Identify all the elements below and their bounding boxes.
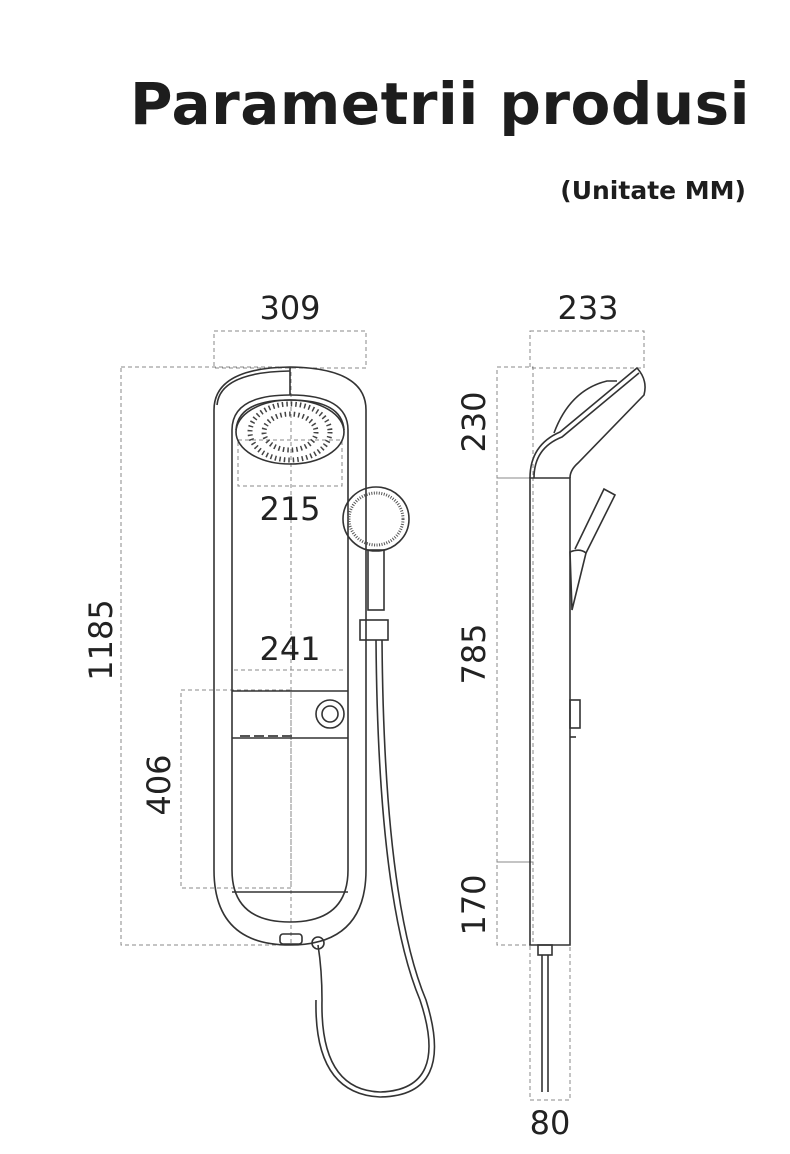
dim-front-height: 1185 xyxy=(82,599,120,680)
dim-side-depth: 233 xyxy=(557,289,618,327)
dim-lower-section: 406 xyxy=(140,754,178,815)
dim-bottom-depth: 80 xyxy=(530,1104,571,1142)
overhead-shower-icon xyxy=(235,399,345,465)
control-knob-icon xyxy=(315,699,345,729)
unit-label: (Unitate MM) xyxy=(560,176,746,205)
dim-panel-inner-width: 241 xyxy=(259,630,320,668)
dim-bottom-height: 170 xyxy=(455,874,493,935)
page-title: Parametrii produsi xyxy=(130,70,751,138)
side-view: 233 230 785 170 80 xyxy=(455,289,646,1142)
dim-overhead-width: 215 xyxy=(259,490,320,528)
dim-body-height: 785 xyxy=(455,623,493,684)
dim-head-height: 230 xyxy=(455,391,493,452)
front-view: 309 215 241 1185 406 xyxy=(82,289,436,1098)
dim-front-width: 309 xyxy=(259,289,320,327)
hand-shower-icon xyxy=(311,486,436,1098)
